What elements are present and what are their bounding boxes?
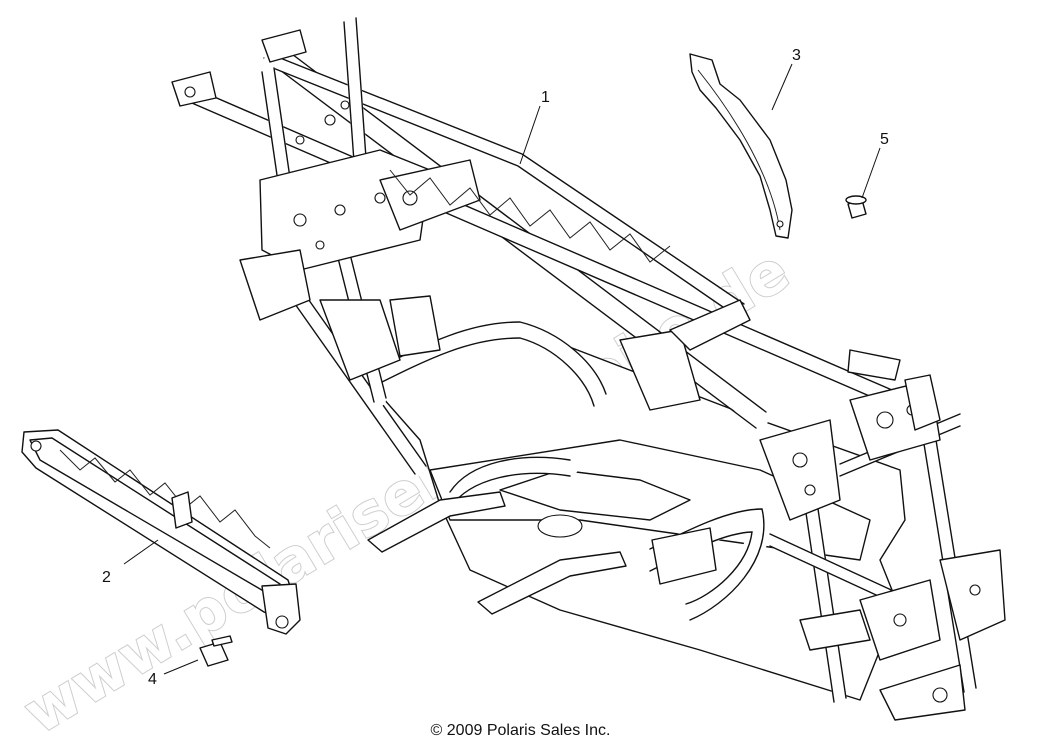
callout-2: 2 [102,569,111,586]
callout-3: 3 [792,47,801,64]
bolt [199,635,233,667]
callout-labels: 1 2 3 4 5 [102,47,889,688]
leader-1 [519,105,541,165]
main-frame [171,13,1006,721]
frame-front-outrigger [367,491,506,553]
leader-4 [163,659,199,675]
copyright-text: © 2009 Polaris Sales Inc. [430,722,611,739]
leader-5 [861,147,881,199]
leader-3 [771,63,793,111]
callout-5: 5 [880,131,889,148]
leader-2 [123,539,159,565]
callout-4: 4 [148,671,157,688]
callout-1: 1 [541,89,550,106]
frame-front-mount [759,419,841,521]
leaders [123,63,881,675]
side-rail [21,429,301,635]
flange-screw [845,195,867,219]
upper-bracket [689,53,793,239]
